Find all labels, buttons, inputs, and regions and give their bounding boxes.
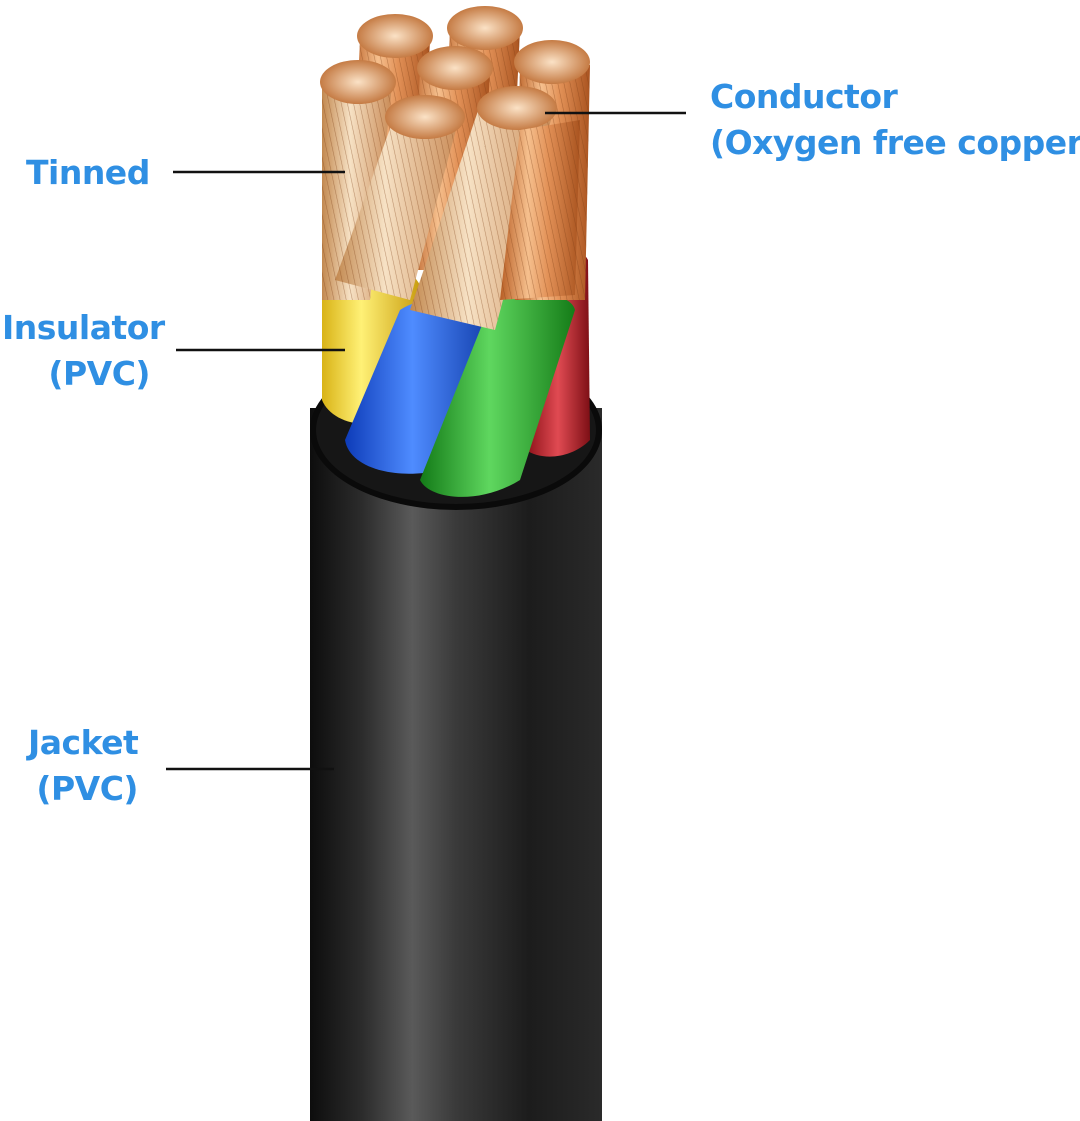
conductor-label-line2: (Oxygen free copper)	[710, 120, 1080, 166]
conductor-label-line1: Conductor	[710, 74, 1080, 120]
jacket-label-line2: (PVC)	[28, 766, 138, 812]
insulator-label-line2: (PVC)	[2, 351, 150, 397]
insulator-label-line1: Insulator	[2, 305, 150, 351]
jacket-label-line1: Jacket	[28, 720, 138, 766]
jacket-label: Jacket (PVC)	[28, 720, 138, 812]
tinned-label: Tinned	[26, 150, 150, 196]
insulator-label: Insulator (PVC)	[2, 305, 150, 397]
tinned-label-text: Tinned	[26, 150, 150, 196]
conductor-label: Conductor (Oxygen free copper)	[710, 74, 1080, 166]
